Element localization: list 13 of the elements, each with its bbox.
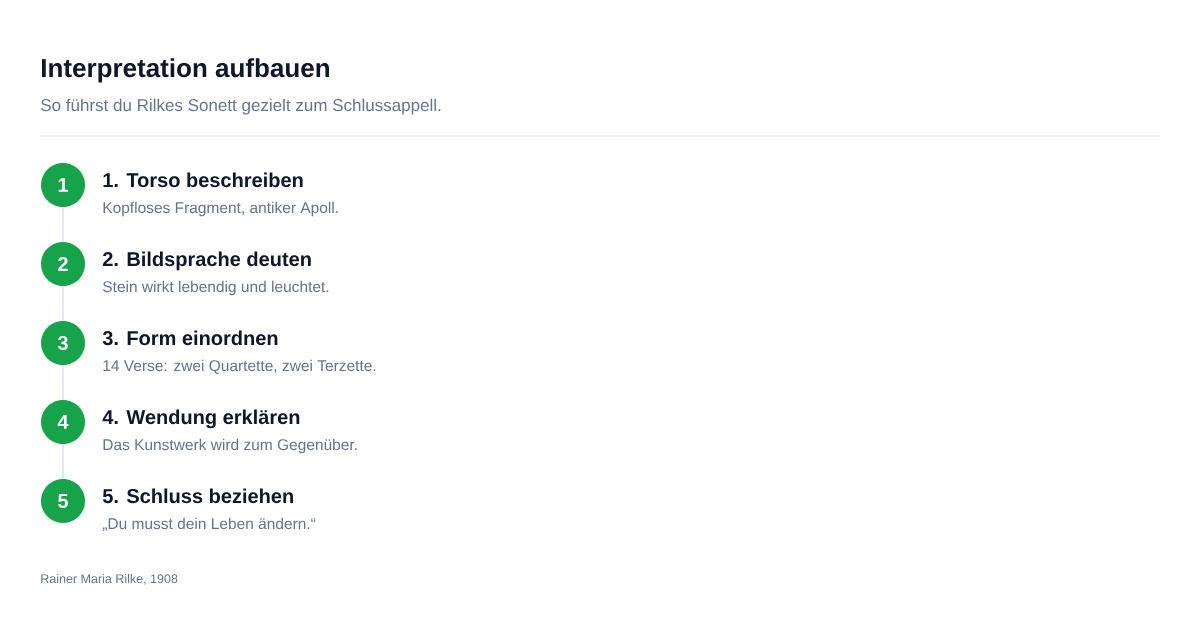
step-description: Stein wirkt lebendig und leuchtet.	[103, 280, 329, 296]
subtitle: So führst du Rilkes Sonett gezielt zum Schlussappell.	[41, 98, 441, 115]
source-note: Rainer Maria Rilke, 1908	[41, 573, 178, 585]
step-description: „Du musst dein Leben ändern.“	[102, 517, 316, 531]
step-title: 5. Schluss beziehen	[102, 488, 293, 504]
step-title: 2. Bildsprache deuten	[102, 251, 311, 271]
step-description: 14 Verse: zwei Quartette, zwei Terzette.	[103, 359, 376, 374]
step-description: Kopfloses Fragment, antiker Apoll.	[103, 201, 338, 217]
step-title: 1. Torso beschreiben	[103, 172, 303, 188]
step-description: Das Kunstwerk wird zum Gegenüber.	[103, 438, 357, 454]
title: Interpretation aufbauen	[42, 58, 329, 83]
step-title: 3. Form einordnen	[102, 330, 278, 346]
step-title: 4. Wendung erklären	[102, 409, 300, 429]
